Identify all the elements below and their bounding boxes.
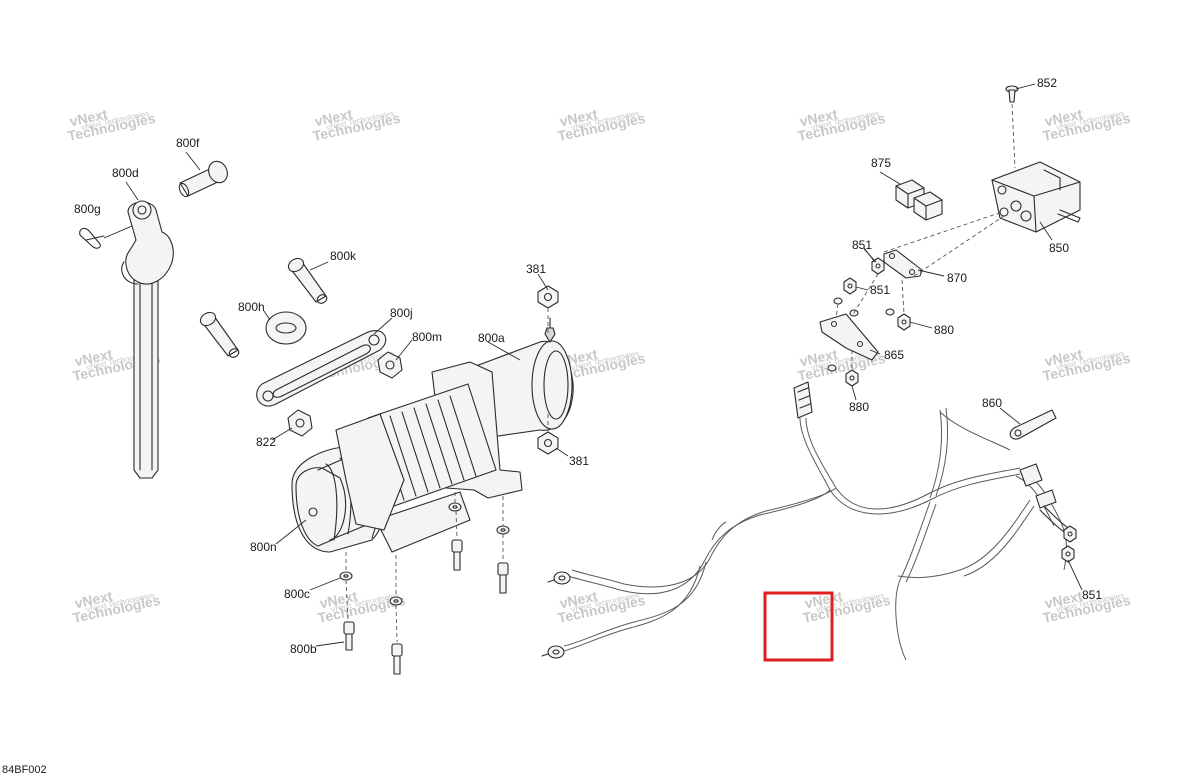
svg-text:vNext: vNext <box>318 588 359 612</box>
callout-labels: 852 875 850 851 870 851 880 865 880 860 … <box>74 76 1102 656</box>
svg-text:vNext: vNext <box>1043 588 1084 612</box>
callout-800c: 800c <box>284 587 310 601</box>
leader-lines <box>125 83 1083 647</box>
washer-880-a <box>885 308 895 316</box>
callout-800f: 800f <box>176 136 200 150</box>
nut-822 <box>287 409 313 437</box>
svg-text:vNext: vNext <box>798 106 839 130</box>
watermark: vNext Technologies vNext Technologies <box>311 106 402 144</box>
ring-terminal-b <box>541 645 565 659</box>
svg-text:vNext: vNext <box>1043 106 1084 130</box>
washer-851-c <box>833 297 843 305</box>
relay-875 <box>895 179 943 221</box>
ring-terminal-a <box>547 571 571 585</box>
callout-800d: 800d <box>112 166 139 180</box>
callout-800b: 800b <box>290 642 317 656</box>
winch-base <box>375 491 471 553</box>
watermark: vNext Technologies vNext Technologies <box>1041 346 1132 384</box>
solenoid-assembly <box>819 85 1081 387</box>
callout-850: 850 <box>1049 241 1069 255</box>
callout-851-b: 851 <box>870 283 890 297</box>
winch-hook-strap-assembly <box>79 160 228 479</box>
svg-text:vNext: vNext <box>73 588 114 612</box>
callout-822: 822 <box>256 435 276 449</box>
callout-870: 870 <box>947 271 967 285</box>
bracket-865 <box>819 313 879 361</box>
svg-text:vNext: vNext <box>558 588 599 612</box>
nut-851-b <box>843 277 857 295</box>
callout-381-a: 381 <box>526 262 546 276</box>
nut-800m <box>377 351 403 379</box>
diagram-reference-code: 84BF002 <box>2 764 47 776</box>
bolt-800h-left <box>199 311 240 358</box>
watermark: vNext Technologies vNext Technologies <box>556 588 647 626</box>
callout-851-c: 851 <box>1082 588 1102 602</box>
watermark: vNext Technologies vNext Technologies <box>556 106 647 144</box>
fairlead-800j <box>256 330 387 407</box>
bolt-800b <box>343 621 355 651</box>
washer-mid-a <box>448 502 462 512</box>
winch-assembly <box>291 317 574 553</box>
washer-mid-b <box>496 525 510 535</box>
watermark: vNext Technologies vNext Technologies <box>71 588 162 626</box>
callout-860: 860 <box>982 396 1002 410</box>
harness-connector <box>793 381 813 419</box>
highlight-box <box>763 591 834 662</box>
callout-852: 852 <box>1037 76 1057 90</box>
nut-880-a <box>897 313 911 331</box>
svg-text:vNext: vNext <box>558 106 599 130</box>
callout-800a: 800a <box>478 331 505 345</box>
screw-852 <box>1005 85 1019 103</box>
solenoid-850 <box>991 161 1081 233</box>
callout-800j: 800j <box>390 306 413 320</box>
svg-text:vNext: vNext <box>313 106 354 130</box>
watermark: vNext Technologies vNext Technologies <box>801 588 892 626</box>
callout-800k: 800k <box>330 249 357 263</box>
callout-800n: 800n <box>250 540 277 554</box>
washer-lower-mid <box>389 596 403 606</box>
nut-851-bottom-b <box>1061 545 1075 563</box>
callout-851-a: 851 <box>852 238 872 252</box>
bolt-800k <box>287 257 328 304</box>
hook-800d <box>125 201 174 285</box>
watermark: vNext Technologies vNext Technologies <box>1041 106 1132 144</box>
bolt-mid-a <box>451 539 463 571</box>
clip-800g <box>79 227 105 249</box>
callout-381-b: 381 <box>569 454 589 468</box>
nut-381-top <box>537 285 559 309</box>
callout-875: 875 <box>871 156 891 170</box>
watermark: vNext Technologies vNext Technologies <box>66 106 157 144</box>
callout-800h: 800h <box>238 300 265 314</box>
watermark: vNext Technologies vNext Technologies <box>1041 588 1132 626</box>
callout-800g: 800g <box>74 202 101 216</box>
bolt-mid-b <box>497 562 509 594</box>
harness-connector-right <box>1019 463 1057 509</box>
nut-851-bottom-a <box>1063 525 1077 543</box>
svg-text:vNext: vNext <box>798 346 839 370</box>
hook-roller <box>132 200 152 220</box>
washer-800c <box>339 571 353 581</box>
clevis-pin-800f <box>178 160 228 198</box>
callout-880-b: 880 <box>849 400 869 414</box>
callout-880-a: 880 <box>934 323 954 337</box>
nut-381-bottom <box>537 431 559 455</box>
wiring-harness <box>541 381 1077 661</box>
callout-865: 865 <box>884 348 904 362</box>
washer-880-b <box>827 364 837 372</box>
svg-text:vNext: vNext <box>73 346 114 370</box>
nut-880-b <box>845 369 859 387</box>
spacer-800h <box>265 311 307 345</box>
bolt-lower-mid <box>391 643 403 675</box>
assembly-axis-lines-center <box>345 308 549 643</box>
clamp-860 <box>1009 409 1057 440</box>
watermark: vNext Technologies vNext Technologies <box>796 106 887 144</box>
svg-text:vNext: vNext <box>68 106 109 130</box>
svg-text:vNext: vNext <box>1043 346 1084 370</box>
callout-800m: 800m <box>412 330 442 344</box>
